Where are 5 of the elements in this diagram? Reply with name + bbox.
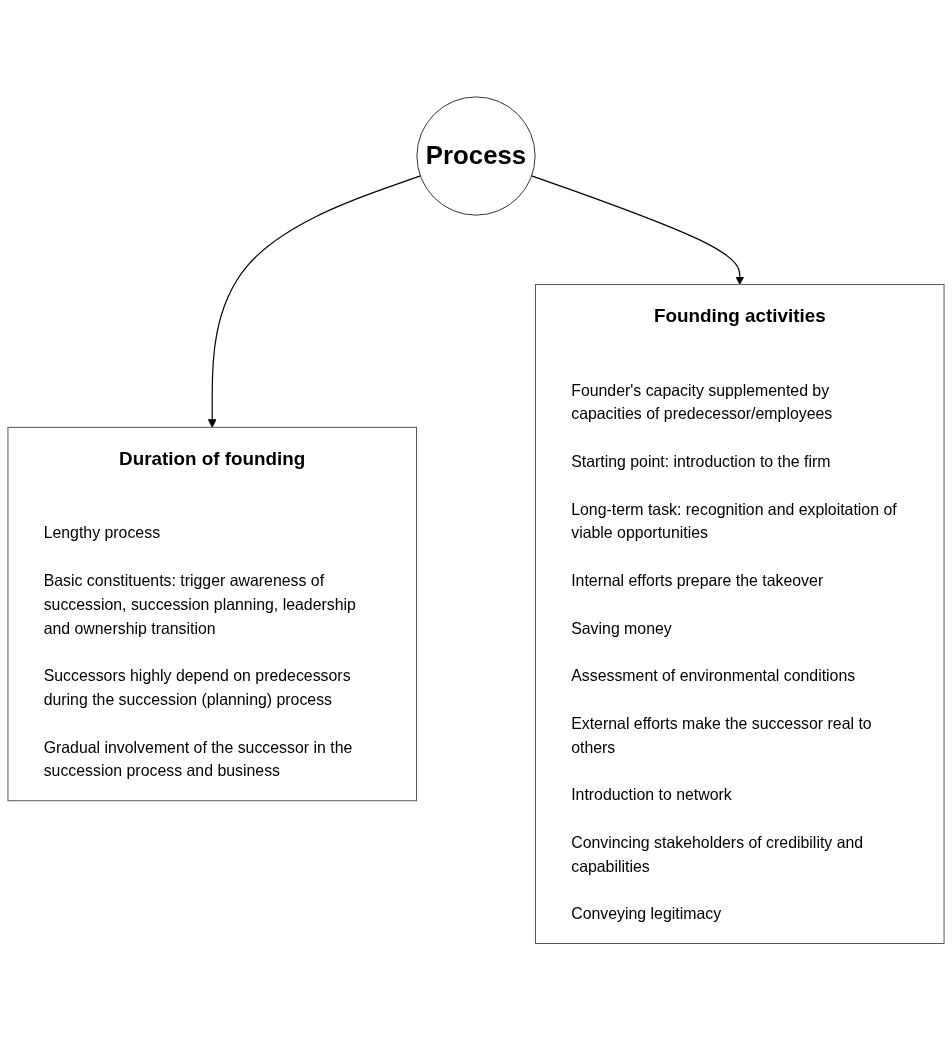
arrow [207, 175, 421, 428]
node-box: Founding activities Founder's capacity supplemented by capacities of predecessor/employees Starting point: introduction to the firm Long-term task: recognition and exploitation of viable opportunities Internal efforts prepare the takeover Saving money Assessment of environmental conditions External efforts make the successor real to others Introduction to network Convincing stakeholders of credibility and capabilities Conveying legitimacy [535, 284, 945, 945]
node-box: Duration of founding Lengthy process Basic constituents: trigger awareness of succession, succession planning, leadership and ownership transition Successors highly depend on predecessors during the succession (planning) process Gradual involvement of the successor in the succession process and business [7, 427, 417, 802]
node-circle: Process [416, 96, 536, 216]
arrow [531, 175, 745, 286]
